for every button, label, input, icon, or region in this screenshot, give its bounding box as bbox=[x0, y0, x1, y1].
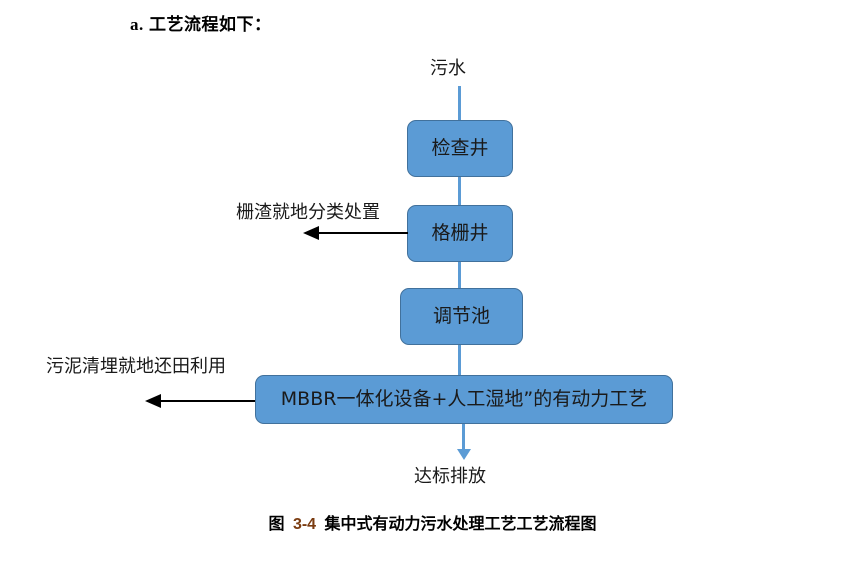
side-output-sludge-reuse-label: 污泥清埋就地还田利用 bbox=[46, 356, 226, 377]
connector-grating-well-to-regulating-tank bbox=[458, 262, 461, 288]
flow-node-mbbr-process[interactable]: MBBR一体化设备+人工湿地”的有动力工艺 bbox=[255, 375, 673, 424]
section-marker: a. bbox=[130, 15, 144, 34]
flow-node-mbbr-process-label: MBBR一体化设备+人工湿地”的有动力工艺 bbox=[280, 388, 648, 410]
connector-outlet-arrowhead bbox=[457, 449, 471, 460]
flow-node-grating-well[interactable]: 格栅井 bbox=[407, 205, 513, 262]
figure-caption-title: 集中式有动力污水处理工艺工艺流程图 bbox=[324, 516, 597, 533]
figure-caption-prefix: 图 bbox=[268, 516, 285, 533]
flow-outlet-label: 达标排放 bbox=[414, 466, 486, 487]
figure-caption-number: 3-4 bbox=[292, 516, 317, 533]
connector-regulating-tank-to-mbbr bbox=[458, 345, 461, 375]
section-heading: a. 工艺流程如下： bbox=[130, 10, 271, 35]
side-output-grid-residue-arrow-line bbox=[318, 232, 408, 234]
side-output-sludge-reuse-arrow-line bbox=[160, 400, 255, 402]
flow-node-regulating-tank-label: 调节池 bbox=[432, 305, 490, 327]
side-output-sludge-reuse-arrowhead bbox=[145, 394, 161, 408]
flow-node-regulating-tank[interactable]: 调节池 bbox=[400, 288, 523, 345]
side-output-grid-residue-arrowhead bbox=[303, 226, 319, 240]
connector-inspection-well-to-grating-well bbox=[458, 177, 461, 205]
flow-inlet-label: 污水 bbox=[430, 58, 466, 79]
flow-node-inspection-well[interactable]: 检查井 bbox=[407, 120, 513, 177]
figure-caption: 图 3-4 集中式有动力污水处理工艺工艺流程图 bbox=[0, 510, 865, 534]
flow-node-grating-well-label: 格栅井 bbox=[431, 222, 489, 244]
connector-mbbr-to-outlet bbox=[462, 424, 465, 451]
section-heading-text: 工艺流程如下： bbox=[148, 15, 272, 34]
flow-node-inspection-well-label: 检查井 bbox=[431, 137, 489, 159]
side-output-grid-residue-label: 栅渣就地分类处置 bbox=[236, 202, 380, 223]
connector-inlet-to-inspection-well bbox=[458, 86, 461, 120]
